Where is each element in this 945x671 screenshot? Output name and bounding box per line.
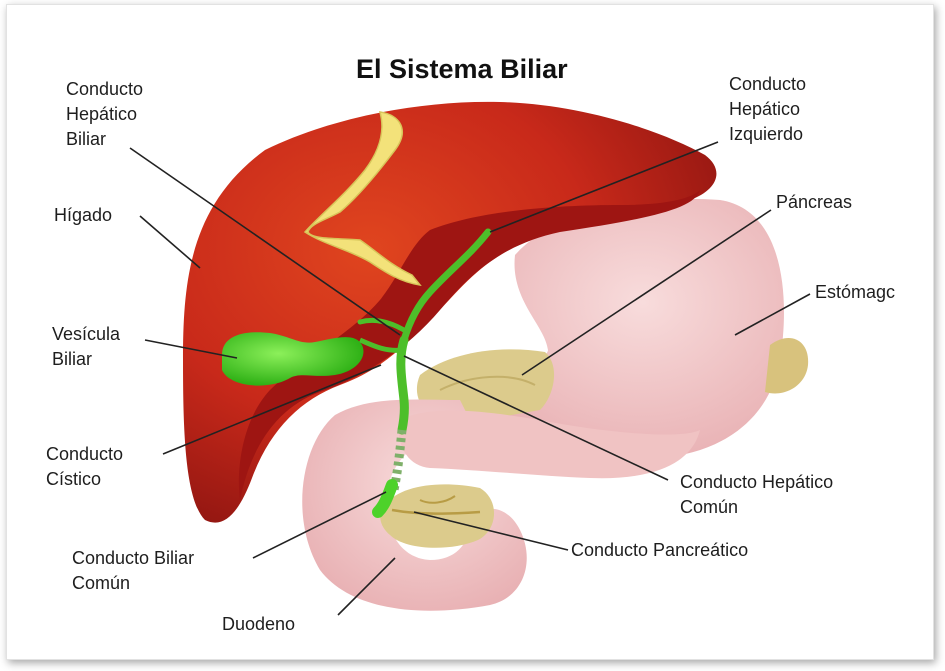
label-estomago: Estómagc bbox=[815, 280, 895, 305]
label-duodeno: Duodeno bbox=[222, 612, 295, 637]
pancreas-tail bbox=[765, 338, 808, 394]
label-conducto-hepatico-comun: Conducto Hepático Común bbox=[680, 470, 833, 520]
label-vesicula-biliar: Vesícula Biliar bbox=[52, 322, 120, 372]
common-hepatic-duct bbox=[401, 340, 405, 430]
label-conducto-hepatico-biliar: Conducto Hepático Biliar bbox=[66, 77, 143, 152]
label-conducto-pancreatico: Conducto Pancreático bbox=[571, 538, 748, 563]
pancreas-head bbox=[380, 484, 494, 547]
label-higado: Hígado bbox=[54, 203, 112, 228]
label-conducto-cistico: Conducto Cístico bbox=[46, 442, 123, 492]
label-conducto-biliar-comun: Conducto Biliar Común bbox=[72, 546, 194, 596]
label-pancreas: Páncreas bbox=[776, 190, 852, 215]
label-conducto-hepatico-izquierdo: Conducto Hepático Izquierdo bbox=[729, 72, 806, 147]
diagram-title: El Sistema Biliar bbox=[356, 54, 568, 85]
